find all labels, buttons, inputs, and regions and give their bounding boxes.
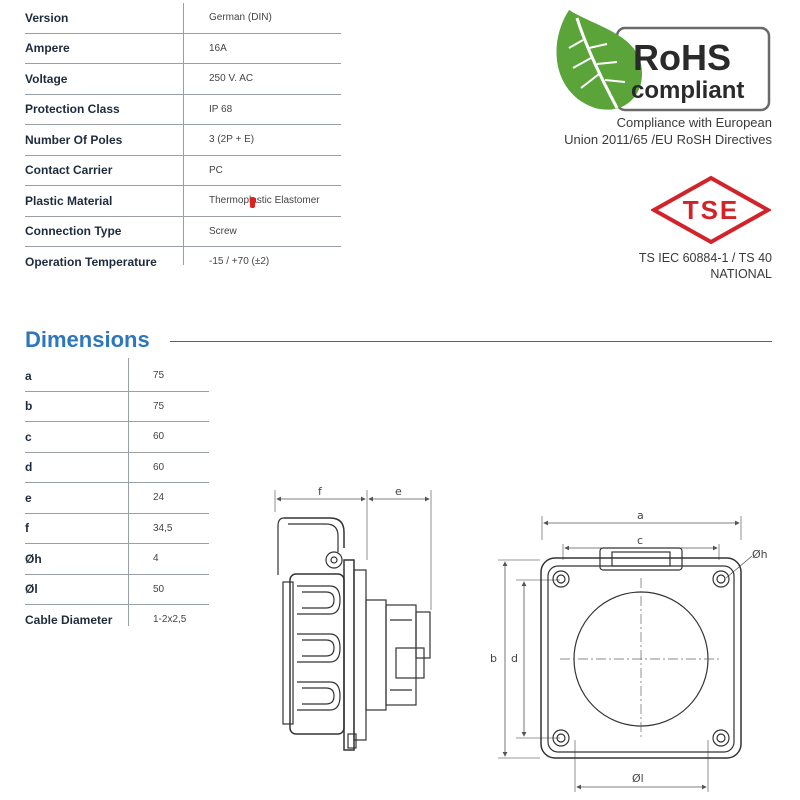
specifications-table: Version German (DIN) Ampere 16A Voltage … [25, 3, 341, 277]
dims-row: Cable Diameter 1-2x2,5 [25, 605, 209, 635]
dim-label-h: Øh [752, 548, 768, 561]
dims-value: 24 [153, 492, 165, 504]
spec-value: 250 V. AC [209, 73, 254, 85]
rohs-caption-line: Compliance with European [616, 115, 772, 130]
spec-label: Plastic Material [25, 193, 113, 208]
tse-caption-line: NATIONAL [710, 267, 772, 281]
dims-value: 75 [153, 370, 165, 382]
dims-value: 34,5 [153, 522, 173, 534]
spec-value: 3 (2P + E) [209, 134, 255, 146]
dims-row: Øh 4 [25, 544, 209, 575]
spec-label: Operation Temperature [25, 254, 157, 269]
dims-row: Øl 50 [25, 575, 209, 605]
dims-row: b 75 [25, 392, 209, 422]
dims-value: 75 [153, 400, 165, 412]
spec-row-operation-temperature: Operation Temperature -15 / +70 (±2) [25, 247, 341, 277]
dims-label: c [25, 429, 32, 444]
rohs-sub: compliant [631, 77, 744, 104]
dims-column-divider [128, 358, 129, 626]
dims-row: d 60 [25, 453, 209, 483]
red-marker [250, 197, 255, 208]
dim-label-c: c [637, 534, 643, 547]
spec-value: Thermoplastic Elastomer [209, 195, 320, 207]
spec-value: Screw [209, 225, 237, 237]
tse-caption-line: TS IEC 60884-1 / TS 40 [638, 251, 772, 265]
rohs-caption-line: Union 2011/65 /EU RoSH Directives [564, 132, 772, 147]
spec-label: Ampere [25, 41, 70, 56]
dims-value: 60 [153, 461, 165, 473]
spec-value: -15 / +70 (±2) [209, 256, 270, 268]
dims-label: Øh [25, 551, 42, 566]
dims-row: a 75 [25, 361, 209, 392]
spec-value: German (DIN) [209, 12, 272, 24]
dim-label-d: d [511, 652, 518, 665]
dims-label: e [25, 490, 32, 505]
dimensions-table: a 75 b 75 c 60 d 60 e 24 f 34,5 Øh 4 Øl … [25, 361, 209, 635]
spec-value: PC [209, 164, 223, 176]
spec-label: Number Of Poles [25, 132, 123, 147]
dim-label-f: f [318, 485, 323, 498]
dims-row: f 34,5 [25, 514, 209, 544]
tse-logo: TSE [649, 175, 773, 250]
front-view-drawing [498, 516, 753, 792]
spec-column-divider [183, 3, 184, 265]
rohs-caption: Compliance with European Union 2011/65 /… [564, 114, 772, 148]
dim-label-b: b [490, 652, 497, 665]
dims-label: a [25, 368, 32, 383]
spec-label: Contact Carrier [25, 163, 113, 178]
spec-label: Protection Class [25, 102, 120, 117]
spec-value: 16A [209, 42, 227, 54]
dims-row: c 60 [25, 422, 209, 453]
spec-label: Connection Type [25, 224, 122, 239]
rohs-word: RoHS [633, 37, 731, 78]
dims-value: 60 [153, 431, 165, 443]
spec-label: Version [25, 10, 69, 25]
dims-label: Cable Diameter [25, 612, 113, 627]
dimensions-rule [170, 341, 772, 342]
spec-value: IP 68 [209, 103, 233, 115]
dims-row: e 24 [25, 483, 209, 514]
tse-diamond-icon: TSE [649, 175, 773, 245]
tse-caption: TS IEC 60884-1 / TS 40 NATIONAL [639, 250, 772, 282]
dim-label-e: e [395, 485, 402, 498]
dim-label-a: a [637, 509, 644, 522]
dims-label: Øl [25, 582, 38, 597]
side-view-drawing [274, 490, 432, 751]
dims-label: b [25, 399, 33, 414]
rohs-leaf-icon: RoHS compliant [556, 10, 771, 112]
tse-text: TSE [683, 195, 740, 225]
dims-label: f [25, 521, 29, 536]
dims-value: 1-2x2,5 [153, 614, 187, 626]
dims-value: 50 [153, 583, 165, 595]
dimensions-title: Dimensions [25, 327, 150, 352]
dims-label: d [25, 460, 33, 475]
spec-label: Voltage [25, 71, 68, 86]
dim-label-l: Øl [632, 772, 644, 785]
rohs-logo: RoHS compliant [555, 4, 775, 119]
dims-value: 4 [153, 553, 159, 565]
